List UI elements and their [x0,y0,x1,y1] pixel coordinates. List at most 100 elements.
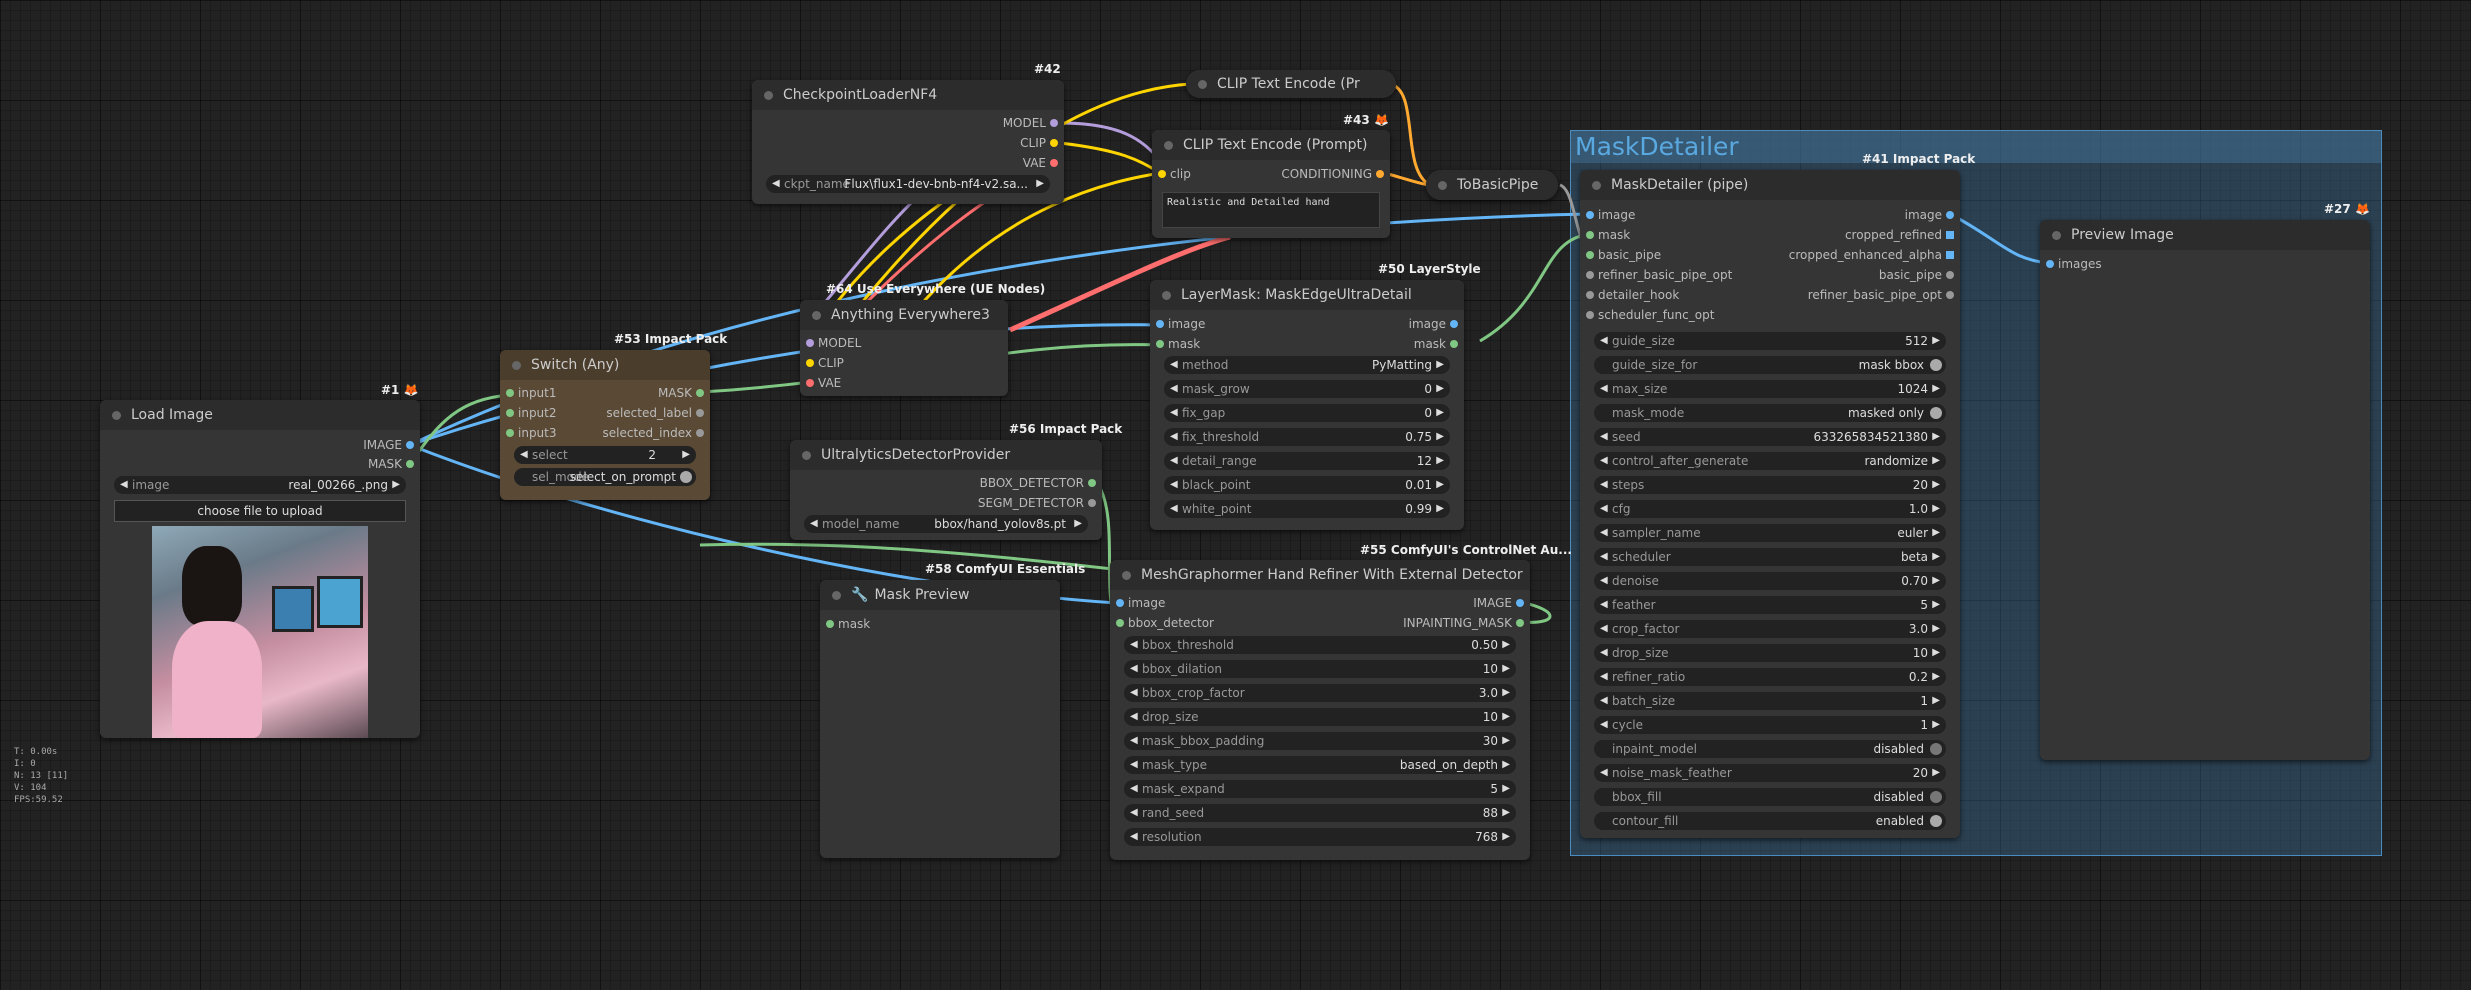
arrow-right-icon[interactable]: ▶ [1436,407,1444,418]
arrow-right-icon[interactable]: ▶ [1436,455,1444,466]
input-socket[interactable] [1586,271,1594,279]
node-checkpoint-loader[interactable]: CheckpointLoaderNF4 MODEL CLIP VAE ◀ckpt… [752,80,1064,204]
input-socket-basic-pipe[interactable] [1586,251,1594,259]
arrow-right-icon[interactable]: ▶ [1932,623,1940,634]
node-clip-text-encode-collapsed[interactable]: CLIP Text Encode (Pr [1186,70,1396,98]
arrow-right-icon[interactable]: ▶ [1502,735,1510,746]
node-header[interactable]: MeshGraphormer Hand Refiner With Externa… [1110,560,1530,590]
toggle-indicator[interactable] [680,471,692,483]
arrow-right-icon[interactable]: ▶ [1932,335,1940,346]
arrow-left-icon[interactable]: ◀ [1130,663,1138,674]
output-socket-inpainting-mask[interactable] [1516,619,1524,627]
arrow-right-icon[interactable]: ▶ [1932,479,1940,490]
arrow-right-icon[interactable]: ▶ [1036,178,1044,189]
arrow-left-icon[interactable]: ◀ [1600,599,1608,610]
collapse-dot-icon[interactable] [1198,79,1207,89]
toggle-indicator[interactable] [1930,359,1942,371]
arrow-right-icon[interactable]: ▶ [1436,383,1444,394]
collapse-dot-icon[interactable] [1592,180,1601,190]
output-socket-mask[interactable] [406,460,414,468]
collapse-dot-icon[interactable] [1162,290,1171,300]
node-header[interactable]: ToBasicPipe [1426,170,1558,200]
output-socket-image[interactable] [1946,211,1954,219]
node-header[interactable]: MaskDetailer (pipe) [1580,170,1960,200]
output-socket[interactable] [696,429,704,437]
arrow-left-icon[interactable]: ◀ [1600,455,1608,466]
input-socket[interactable] [1586,291,1594,299]
collapse-dot-icon[interactable] [2052,230,2061,240]
collapse-dot-icon[interactable] [512,360,521,370]
node-header[interactable]: CheckpointLoaderNF4 [752,80,1064,110]
collapse-dot-icon[interactable] [832,590,841,600]
output-socket-vae[interactable] [1050,159,1058,167]
arrow-left-icon[interactable]: ◀ [1600,479,1608,490]
input-socket-mask[interactable] [1156,340,1164,348]
arrow-right-icon[interactable]: ▶ [1502,831,1510,842]
arrow-left-icon[interactable]: ◀ [772,178,780,189]
arrow-right-icon[interactable]: ▶ [1502,663,1510,674]
output-socket-conditioning[interactable] [1376,170,1384,178]
node-header[interactable]: Load Image [100,400,420,430]
arrow-right-icon[interactable]: ▶ [1932,695,1940,706]
node-to-basic-pipe[interactable]: ToBasicPipe [1426,170,1558,200]
arrow-right-icon[interactable]: ▶ [1932,647,1940,658]
output-socket-image[interactable] [406,441,414,449]
node-header[interactable]: Preview Image [2040,220,2370,250]
arrow-left-icon[interactable]: ◀ [1130,831,1138,842]
arrow-right-icon[interactable]: ▶ [1932,671,1940,682]
arrow-left-icon[interactable]: ◀ [1600,383,1608,394]
input-socket-mask[interactable] [1586,231,1594,239]
arrow-left-icon[interactable]: ◀ [810,518,818,529]
toggle-indicator[interactable] [1930,407,1942,419]
node-header[interactable]: UltralyticsDetectorProvider [790,440,1102,470]
arrow-right-icon[interactable]: ▶ [1932,767,1940,778]
upload-button[interactable]: choose file to upload [114,500,406,522]
output-socket-image[interactable] [1516,599,1524,607]
input-socket-clip[interactable] [806,359,814,367]
output-socket[interactable] [696,389,704,397]
arrow-right-icon[interactable]: ▶ [1502,759,1510,770]
node-header[interactable]: LayerMask: MaskEdgeUltraDetail [1150,280,1464,310]
node-header[interactable]: Anything Everywhere3 [800,300,1008,330]
output-socket-mask[interactable] [1450,340,1458,348]
input-socket-image[interactable] [1156,320,1164,328]
node-header[interactable]: 🔧Mask Preview [820,580,1060,610]
collapse-dot-icon[interactable] [1164,140,1173,150]
arrow-left-icon[interactable]: ◀ [1600,647,1608,658]
arrow-left-icon[interactable]: ◀ [1600,671,1608,682]
toggle-indicator[interactable] [1930,791,1942,803]
arrow-left-icon[interactable]: ◀ [1600,623,1608,634]
arrow-left-icon[interactable]: ◀ [1170,503,1178,514]
arrow-left-icon[interactable]: ◀ [1170,359,1178,370]
output-socket-list[interactable] [1946,251,1954,259]
arrow-left-icon[interactable]: ◀ [1170,383,1178,394]
collapse-dot-icon[interactable] [802,450,811,460]
arrow-left-icon[interactable]: ◀ [1600,431,1608,442]
arrow-right-icon[interactable]: ▶ [1932,431,1940,442]
node-ultralytics-detector[interactable]: UltralyticsDetectorProvider BBOX_DETECTO… [790,440,1102,540]
input-socket-bbox[interactable] [1116,619,1124,627]
output-socket-clip[interactable] [1050,139,1058,147]
arrow-left-icon[interactable]: ◀ [1130,759,1138,770]
arrow-left-icon[interactable]: ◀ [1600,551,1608,562]
